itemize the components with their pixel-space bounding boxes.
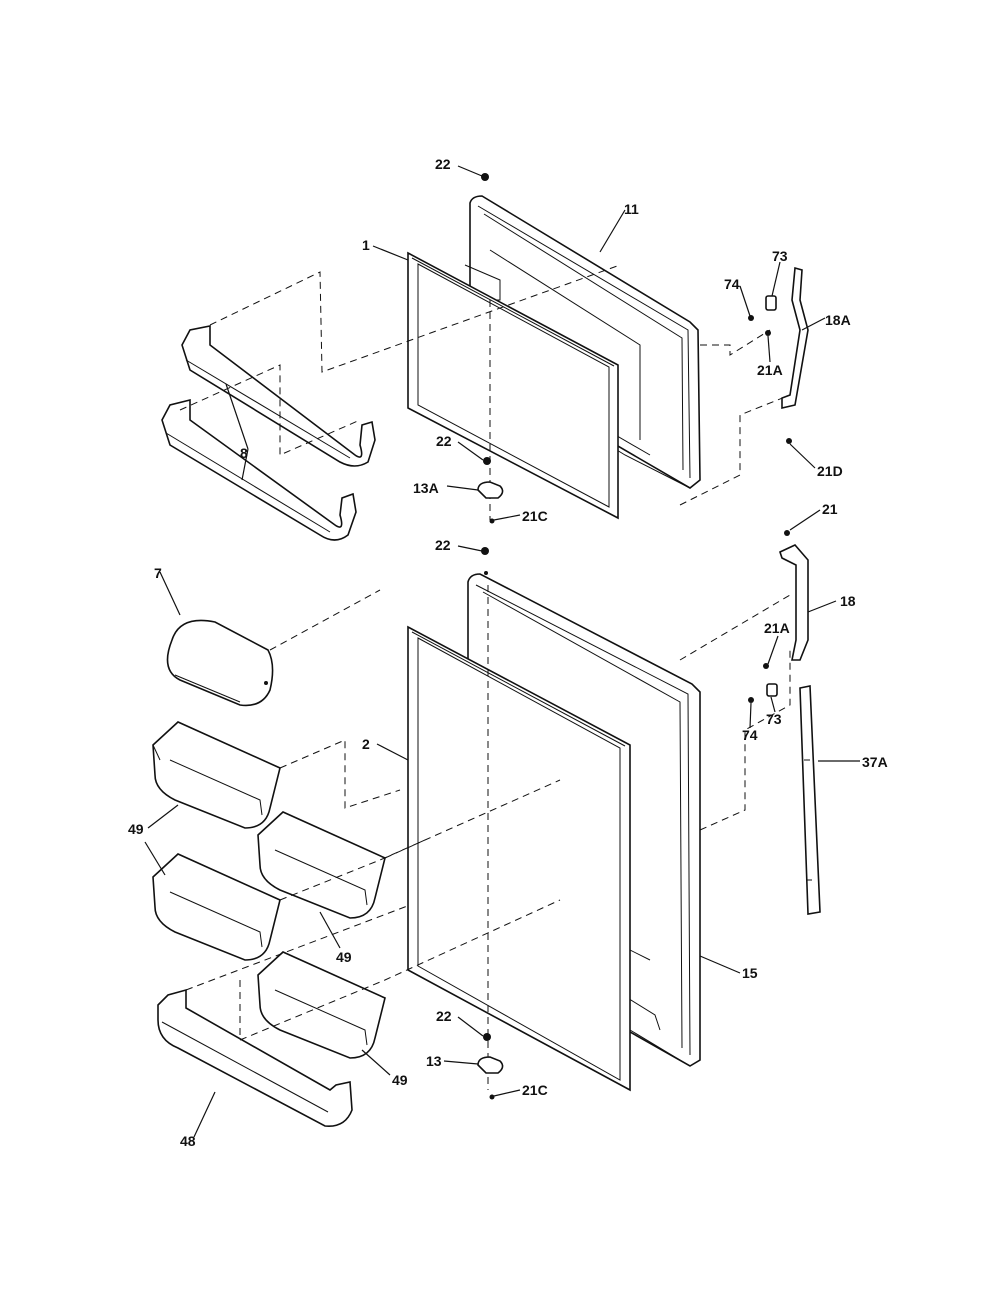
freezer-door-11 — [459, 195, 701, 489]
door-bin-49-b — [257, 811, 386, 919]
label-7: 7 — [154, 565, 162, 581]
fresh-food-gasket-2 — [407, 625, 631, 1092]
label-8: 8 — [240, 445, 248, 461]
label-21C-lower: 21C — [522, 1082, 548, 1098]
label-21A-lower: 21A — [764, 620, 790, 636]
label-73-lower: 73 — [766, 711, 782, 727]
label-22-upper-pin: 22 — [436, 433, 452, 449]
label-18: 18 — [840, 593, 856, 609]
hinge-pin-13 — [477, 1056, 504, 1074]
door-bin-49-c — [152, 853, 281, 961]
part-labels: 22 11 1 73 74 18A 21A 8 22 21D 13A 21C 2… — [128, 156, 888, 1149]
label-11: 11 — [624, 201, 639, 217]
label-15: 15 — [742, 965, 758, 981]
label-2: 2 — [362, 736, 370, 752]
label-13: 13 — [426, 1053, 442, 1069]
dairy-bin-7 — [166, 619, 274, 707]
hinge-18 — [766, 544, 809, 697]
label-21A-upper: 21A — [757, 362, 783, 378]
door-bin-49-a — [152, 721, 281, 829]
label-18A: 18A — [825, 312, 851, 328]
label-74-upper: 74 — [724, 276, 740, 292]
label-73-upper: 73 — [772, 248, 788, 264]
label-74-lower: 74 — [742, 727, 758, 743]
label-22-lower-pin: 22 — [436, 1008, 452, 1024]
label-21D: 21D — [817, 463, 843, 479]
freezer-gasket-1 — [407, 251, 619, 520]
hinge-pin-13A — [477, 481, 504, 499]
label-21: 21 — [822, 501, 838, 517]
label-48: 48 — [180, 1133, 196, 1149]
label-49-a: 49 — [128, 821, 144, 837]
hinge-cover-37A — [799, 685, 821, 915]
door-shelf-8-upper — [181, 325, 376, 467]
label-13A: 13A — [413, 480, 439, 496]
label-37A: 37A — [862, 754, 888, 770]
label-22-top: 22 — [435, 156, 451, 172]
label-21C-upper: 21C — [522, 508, 548, 524]
label-49-d: 49 — [392, 1072, 408, 1088]
label-49-c: 49 — [336, 949, 352, 965]
hinge-18A — [765, 266, 809, 410]
door-shelf-48 — [157, 988, 353, 1127]
door-shelf-8-lower — [161, 398, 357, 541]
label-22-lower-top: 22 — [435, 537, 451, 553]
door-bin-49-d — [257, 951, 386, 1059]
label-1: 1 — [362, 237, 370, 253]
